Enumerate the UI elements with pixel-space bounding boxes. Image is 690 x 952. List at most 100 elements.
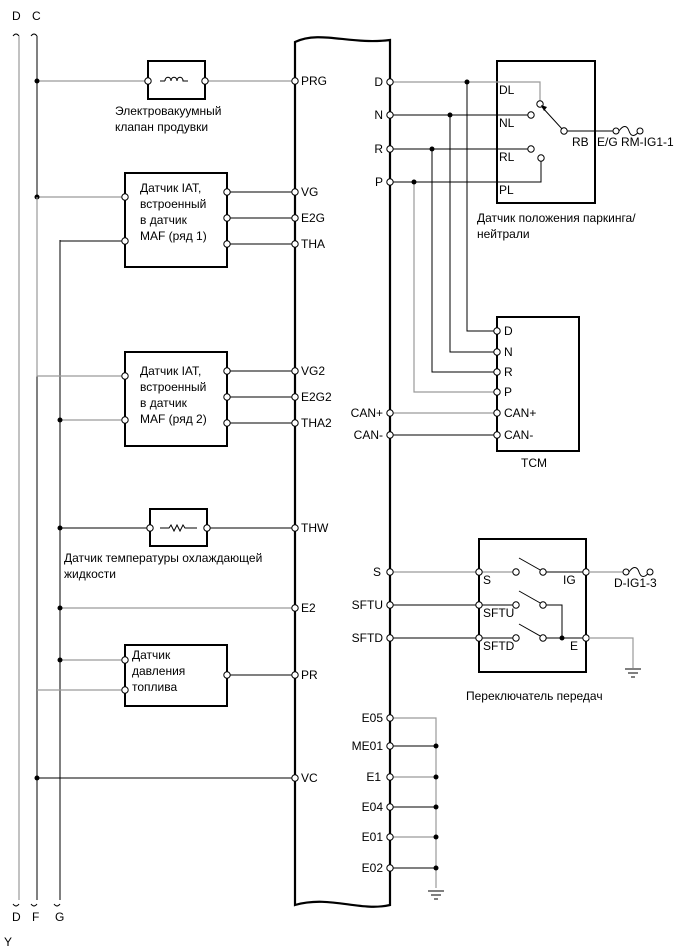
fuel-pressure-label-1: Датчик [132,648,171,662]
pn-pin-dl: DL [499,83,515,97]
ecm-pin-e2g: E2G [301,211,325,225]
tcm-box [496,316,580,452]
ecm-pin-s: S [373,565,381,579]
maf1-label-1: Датчик IAT, [140,181,201,195]
ecm-pin-can-minus: CAN- [354,428,383,442]
shift-power-label: D-IG1-3 [614,576,657,590]
coil-icon [160,76,188,82]
fuel-pressure-box [124,644,228,707]
shift-pin-e: E [570,639,578,653]
ecm-pin-e04: E04 [362,800,384,814]
fuel-pressure-sensor: Датчик давления топлива [37,644,295,707]
ecm-pin-e2: E2 [301,601,316,615]
maf1-label-4: MAF (ряд 1) [140,229,207,243]
maf2-box [124,351,228,447]
maf1-label-2: встроенный [140,197,206,211]
ecm-pin-n: N [374,108,383,122]
ecm-pin-thw: THW [301,521,329,535]
bus-label-top-d: D [12,9,21,23]
bus-label-top-c: C [32,9,41,23]
purge-valve-label-1: Электровакуумный [115,104,222,118]
ecm-pin-p: P [375,175,383,189]
fuse-icon [618,126,640,136]
coolant-sensor-label-2: жидкости [64,567,116,581]
pn-pin-rb: RB [572,135,589,149]
bus-lines: D C D F G [12,9,64,924]
ecm-pin-tha2: THA2 [301,416,332,430]
shift-pin-sftu: SFTU [483,606,514,620]
maf1-box [124,172,228,268]
tcm-pin-p: P [504,385,512,399]
shift-switch: S SFTU SFTD IG E D-IG1-3 Переключатель п… [390,538,657,703]
maf2-label-1: Датчик IAT, [140,364,201,378]
ecm-pin-pr: PR [301,668,318,682]
ecm-pin-d: D [374,75,383,89]
ecm-pin-vg: VG [301,185,318,199]
resistor-icon [160,523,197,533]
bus-break-icon [53,903,61,907]
tcm-pin-r: R [504,365,513,379]
tcm-pin-can-plus: CAN+ [504,406,536,420]
pn-pin-nl: NL [499,116,515,130]
ecm-pin-me01: ME01 [352,739,384,753]
park-neutral-switch: DL NL RL PL RB E/G RM-IG1-1 Датчик полож… [390,60,674,241]
tcm-pin-n: N [504,345,513,359]
ecm-right-pins: D N R P CAN+ CAN- S SFTU SFTD E05 ME01 E… [351,75,394,875]
switch-arm-icon [541,106,564,131]
coolant-sensor-label-1: Датчик температуры охлаждающей [64,551,262,565]
coolant-temp-sensor: Датчик температуры охлаждающей жидкости [57,508,295,581]
shift-pin-ig: IG [563,573,576,587]
ecm-pin-can-plus: CAN+ [351,406,383,420]
ecm-ground-bus [390,717,444,900]
bus-break-icon [12,33,20,37]
ground-icon [625,668,641,678]
pn-switch-box [496,60,596,204]
pn-switch-label-2: нейтрали [477,227,530,241]
shift-pin-sftd: SFTD [483,639,515,653]
footer-code: Y [4,935,12,949]
tcm-pin-d: D [504,324,513,338]
switch-arm-icon [518,590,543,605]
ecm-left-pins: PRG VG E2G THA VG2 E2G2 THA2 THW E2 PR V… [291,74,332,785]
pn-switch-label-1: Датчик положения паркинга/ [477,211,636,225]
bus-break-icon [30,33,38,37]
bus-break-icon [12,903,20,907]
bus-break-icon [30,903,38,907]
ecm-pin-vg2: VG2 [301,364,325,378]
tcm: D N R P CAN+ CAN- TCM [390,79,580,470]
shift-pin-s: S [483,573,491,587]
tcm-pin-can-minus: CAN- [504,428,533,442]
ecm-pin-e05: E05 [362,711,384,725]
ecm-pin-prg: PRG [301,74,327,88]
ecm-pin-e01: E01 [362,830,384,844]
ecm-outline [293,36,392,908]
maf-sensor-bank-2: Датчик IAT, встроенный в датчик MAF (ряд… [36,197,295,447]
pn-pin-pl: PL [499,183,514,197]
ground-icon [428,890,444,900]
maf2-label-3: в датчик [140,396,188,410]
switch-arm-icon [518,557,543,572]
ecm-pin-r: R [374,142,383,156]
switch-arm-icon [518,623,543,638]
purge-valve: Электровакуумный клапан продувки [34,60,295,134]
fuel-pressure-label-3: топлива [132,680,177,694]
bus-label-bottom-g: G [55,910,64,924]
ecm-pin-e2g2: E2G2 [301,390,332,404]
maf1-label-3: в датчик [140,213,188,227]
pn-power-label: E/G RM-IG1-1 [597,135,674,149]
bus-label-bottom-d: D [12,910,21,924]
maf2-label-2: встроенный [140,380,206,394]
ecm-pin-sftd: SFTD [352,631,384,645]
ecm-pin-e1: E1 [366,770,381,784]
tcm-label: TCM [521,456,547,470]
ecm-pin-tha: THA [301,237,325,251]
purge-valve-label-2: клапан продувки [115,120,208,134]
pn-pin-rl: RL [499,150,515,164]
maf2-label-4: MAF (ряд 2) [140,412,207,426]
bus-label-bottom-f: F [32,910,39,924]
maf-sensor-bank-1: Датчик IAT, встроенный в датчик MAF (ряд… [34,172,295,268]
ecm-pin-vc: VC [301,771,318,785]
fuel-pressure-label-2: давления [132,664,185,678]
ecm-pin-sftu: SFTU [352,598,383,612]
